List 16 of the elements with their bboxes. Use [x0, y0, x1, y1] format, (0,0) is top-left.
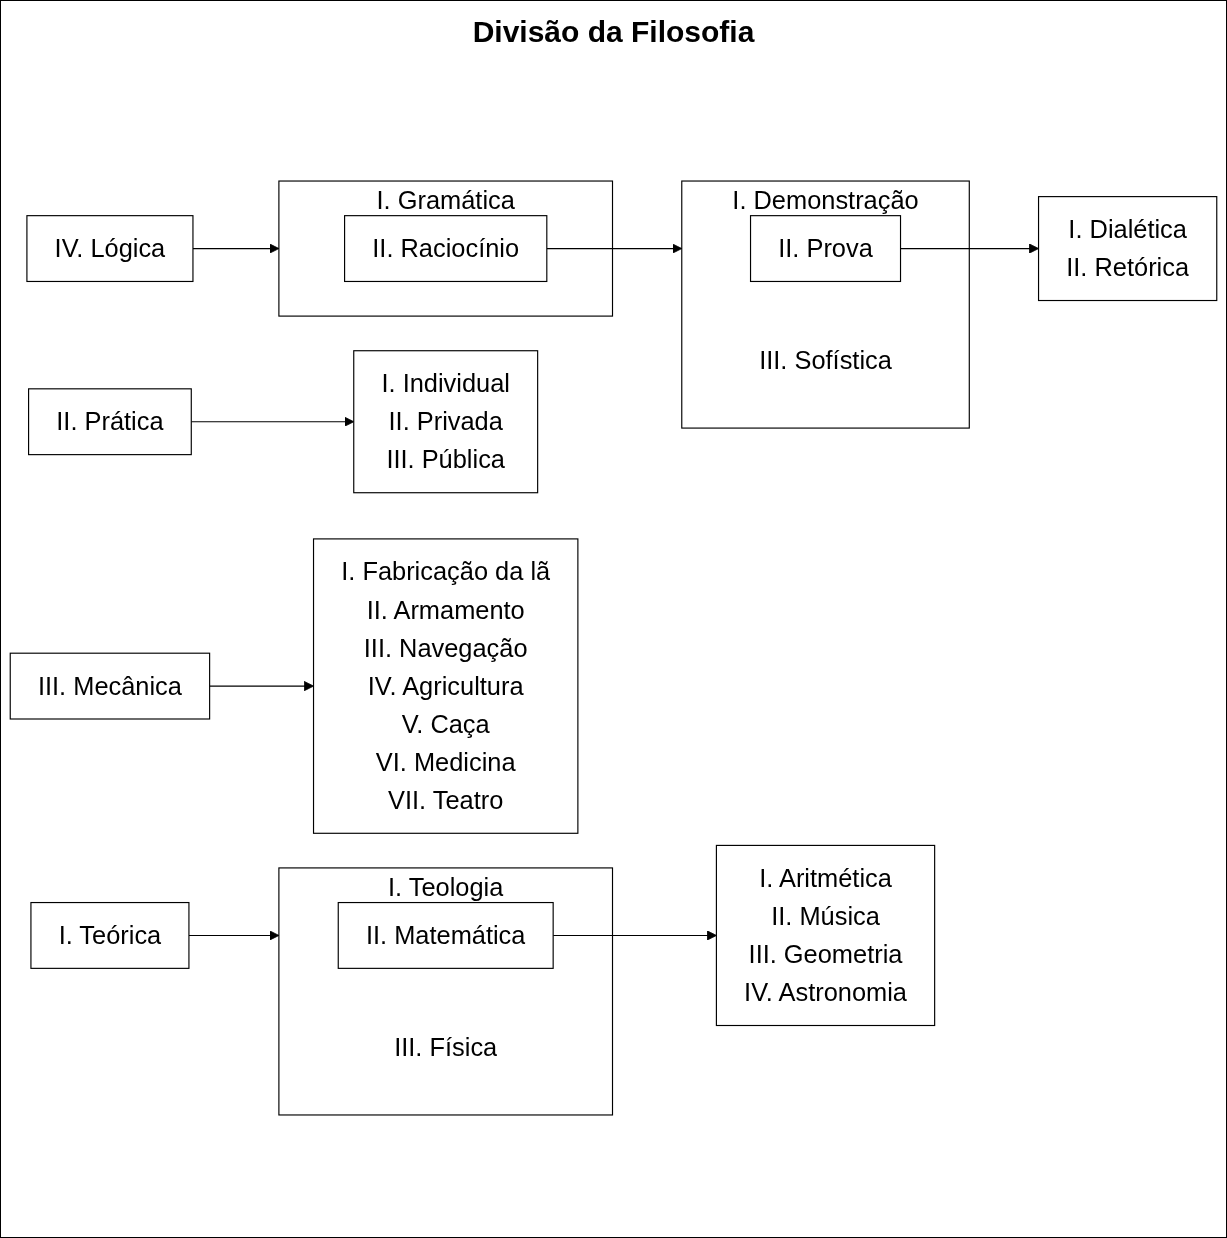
node-box: I. Individual II. Privada III. Pública: [353, 350, 539, 494]
node-box: I. Fabricação da lã II. Armamento III. Navegação IV. Agricultura V. Caça VI. Medicina VII. Teatro: [312, 538, 579, 834]
node-box: I. Aritmética II. Música III. Geometria IV. Astronomia: [715, 844, 936, 1027]
arrow: [546, 243, 683, 254]
arrow: [188, 930, 280, 941]
arrow: [192, 243, 280, 254]
node-box: III. Mecânica: [9, 652, 211, 720]
arrow: [209, 681, 314, 692]
diagram-title: Divisão da Filosofia: [472, 15, 755, 49]
node-box: II. Matemática: [337, 901, 554, 969]
node-box: II. Prática: [28, 388, 192, 456]
node-box: II. Raciocínio: [344, 215, 548, 283]
node-box: IV. Lógica: [26, 215, 194, 283]
node-box: I. Teórica: [30, 901, 190, 969]
node-box: II. Prova: [749, 215, 902, 283]
node-box: I. Dialética II. Retórica: [1037, 196, 1218, 302]
